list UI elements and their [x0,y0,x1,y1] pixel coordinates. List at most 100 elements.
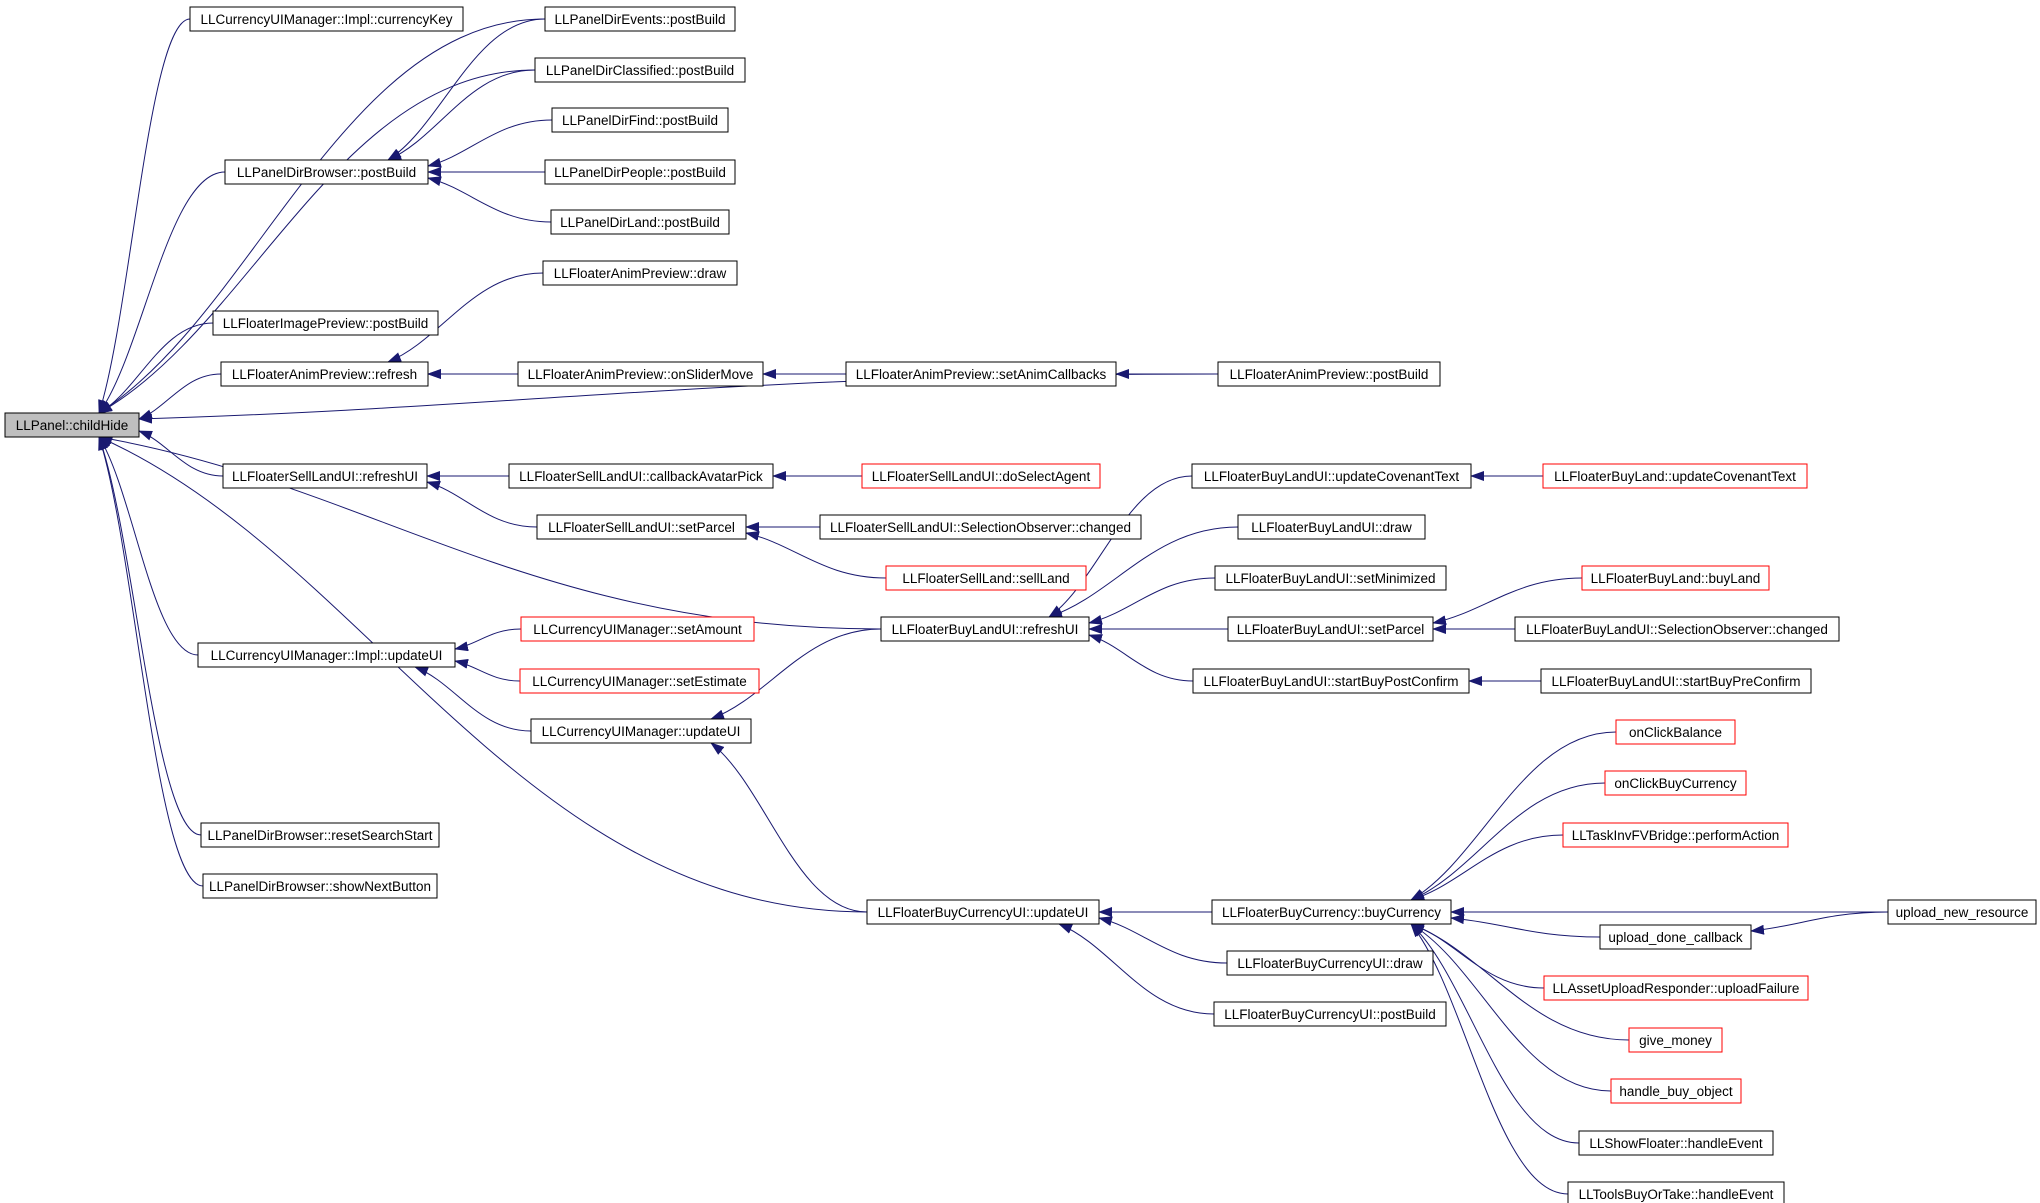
edge-buyLandBuy-to-buySetParcel [1432,577,1583,626]
node-box [202,873,438,899]
node-animSetCb[interactable]: LLFloaterAnimPreview::setAnimCallbacks [845,361,1117,387]
node-box [1192,668,1470,694]
node-resetSearch[interactable]: LLPanelDirBrowser::resetSearchStart [200,822,440,848]
node-sellCbAvatar[interactable]: LLFloaterSellLandUI::callbackAvatarPick [508,463,774,489]
node-onClickBuyCur[interactable]: onClickBuyCurrency [1604,770,1747,796]
node-box [1540,668,1812,694]
node-bcDraw[interactable]: LLFloaterBuyCurrencyUI::draw [1226,950,1434,976]
node-uploadDone[interactable]: upload_done_callback [1599,924,1752,950]
node-box [222,463,428,489]
node-dirBrowserPost[interactable]: LLPanelDirBrowser::postBuild [224,159,429,185]
node-box [885,565,1087,591]
node-box [1542,463,1808,489]
node-label: LLPanelDirBrowser::showNextButton [209,879,431,894]
node-showNext[interactable]: LLPanelDirBrowser::showNextButton [202,873,438,899]
node-label: upload_new_resource [1896,905,2029,920]
edge-taskInv-to-bcBuy [1410,834,1564,901]
node-box [212,310,439,336]
edge-bcPost-to-bcUpdateUI [1058,923,1215,1015]
node-bcPost[interactable]: LLFloaterBuyCurrencyUI::postBuild [1213,1001,1447,1027]
node-animPost[interactable]: LLFloaterAnimPreview::postBuild [1217,361,1441,387]
node-dirEvents[interactable]: LLPanelDirEvents::postBuild [544,6,736,32]
node-mgrUpdateUI[interactable]: LLCurrencyUIManager::updateUI [530,718,752,744]
node-sellSetParcel[interactable]: LLFloaterSellLandUI::setParcel [536,514,747,540]
node-label: LLFloaterBuyCurrency::buyCurrency [1222,905,1441,920]
node-label: LLCurrencyUIManager::Impl::currencyKey [200,12,452,27]
node-label: LLPanelDirEvents::postBuild [554,12,725,27]
node-box [542,260,738,286]
node-box [1581,565,1770,591]
node-box [880,616,1090,642]
node-animDraw[interactable]: LLFloaterAnimPreview::draw [542,260,738,286]
node-animRefresh[interactable]: LLFloaterAnimPreview::refresh [220,361,429,387]
node-bcBuy[interactable]: LLFloaterBuyCurrency::buyCurrency [1211,899,1452,925]
node-animSlider[interactable]: LLFloaterAnimPreview::onSliderMove [517,361,764,387]
edge-onClickBuyCur-to-bcBuy [1410,782,1606,901]
edge-dirClassified-to-dirBrowserPost [387,69,536,161]
node-taskInv[interactable]: LLTaskInvFVBridge::performAction [1562,822,1789,848]
node-label: LLFloaterBuyCurrencyUI::updateUI [878,905,1089,920]
node-buyDraw[interactable]: LLFloaterBuyLandUI::draw [1237,514,1426,540]
node-box [1628,1027,1723,1053]
edge-setAmount-to-implUpdateUI [454,628,522,652]
node-assetFail[interactable]: LLAssetUploadResponder::uploadFailure [1543,975,1809,1001]
node-buyUpdCov[interactable]: LLFloaterBuyLandUI::updateCovenantText [1191,463,1472,489]
node-dirPeople[interactable]: LLPanelDirPeople::postBuild [544,159,736,185]
node-box [536,514,747,540]
node-buySetParcel[interactable]: LLFloaterBuyLandUI::setParcel [1227,616,1434,642]
node-root[interactable]: LLPanel::childHide [4,412,140,438]
node-uploadNew[interactable]: upload_new_resource [1887,899,2037,925]
node-dirClassified[interactable]: LLPanelDirClassified::postBuild [534,57,746,83]
node-buyPostConfirm[interactable]: LLFloaterBuyLandUI::startBuyPostConfirm [1192,668,1470,694]
node-onClickBalance[interactable]: onClickBalance [1615,719,1736,745]
node-label: LLFloaterAnimPreview::refresh [232,367,417,382]
node-bcUpdateUI[interactable]: LLFloaterBuyCurrencyUI::updateUI [866,899,1100,925]
edge-uploadDone-to-bcBuy [1450,914,1601,938]
node-box [866,899,1100,925]
node-box [551,107,729,133]
node-box [1610,1078,1742,1104]
edge-buySetMin-to-buyRefresh [1088,577,1216,625]
node-showFloater[interactable]: LLShowFloater::handleEvent [1578,1130,1774,1156]
node-toolsBuy[interactable]: LLToolsBuyOrTake::handleEvent [1567,1181,1785,1203]
node-imagePost[interactable]: LLFloaterImagePreview::postBuild [212,310,439,336]
edge-sellLand-to-sellSetParcel [745,531,887,579]
node-buyLandBuy[interactable]: LLFloaterBuyLand::buyLand [1581,565,1770,591]
edge-dirBrowserPost-to-root [98,171,226,414]
node-label: LLFloaterBuyLandUI::setMinimized [1225,571,1435,586]
node-label: LLCurrencyUIManager::Impl::updateUI [211,648,443,663]
edge-imagePost-to-root [98,322,214,414]
node-setAmount[interactable]: LLCurrencyUIManager::setAmount [520,616,755,642]
node-sellSelChanged[interactable]: LLFloaterSellLandUI::SelectionObserver::… [819,514,1142,540]
node-handleBuy[interactable]: handle_buy_object [1610,1078,1742,1104]
node-buyRefresh[interactable]: LLFloaterBuyLandUI::refreshUI [880,616,1090,642]
node-buyPreConfirm[interactable]: LLFloaterBuyLandUI::startBuyPreConfirm [1540,668,1812,694]
node-buySelChanged[interactable]: LLFloaterBuyLandUI::SelectionObserver::c… [1514,616,1840,642]
node-implUpdateUI[interactable]: LLCurrencyUIManager::Impl::updateUI [197,642,456,668]
node-giveMoney[interactable]: give_money [1628,1027,1723,1053]
node-sellRefresh[interactable]: LLFloaterSellLandUI::refreshUI [222,463,428,489]
node-dirLand[interactable]: LLPanelDirLand::postBuild [550,209,730,235]
node-label: LLFloaterSellLandUI::callbackAvatarPick [519,469,763,484]
node-dirFind[interactable]: LLPanelDirFind::postBuild [551,107,729,133]
node-buyLandUpdCov[interactable]: LLFloaterBuyLand::updateCovenantText [1542,463,1808,489]
node-sellLand[interactable]: LLFloaterSellLand::sellLand [885,565,1087,591]
node-label: LLCurrencyUIManager::setAmount [533,622,742,637]
node-label: LLFloaterAnimPreview::draw [554,266,727,281]
node-box [1191,463,1472,489]
node-currencyKey[interactable]: LLCurrencyUIManager::Impl::currencyKey [189,6,464,32]
node-buySetMin[interactable]: LLFloaterBuyLandUI::setMinimized [1214,565,1447,591]
node-label: LLFloaterBuyCurrencyUI::draw [1237,956,1423,971]
node-box [520,616,755,642]
node-box [220,361,429,387]
node-label: LLFloaterBuyLandUI::updateCovenantText [1204,469,1459,484]
node-label: LLFloaterSellLandUI::setParcel [548,520,735,535]
node-box [1237,514,1426,540]
edge-buyRefresh-to-mgrUpdateUI [710,628,882,720]
node-label: give_money [1639,1033,1712,1048]
edge-buyDraw-to-buyRefresh [1048,526,1239,618]
node-setEstimate[interactable]: LLCurrencyUIManager::setEstimate [519,668,760,694]
node-sellDoSelect[interactable]: LLFloaterSellLandUI::doSelectAgent [861,463,1101,489]
edge-animRefresh-to-root [138,373,222,420]
node-box [1615,719,1736,745]
